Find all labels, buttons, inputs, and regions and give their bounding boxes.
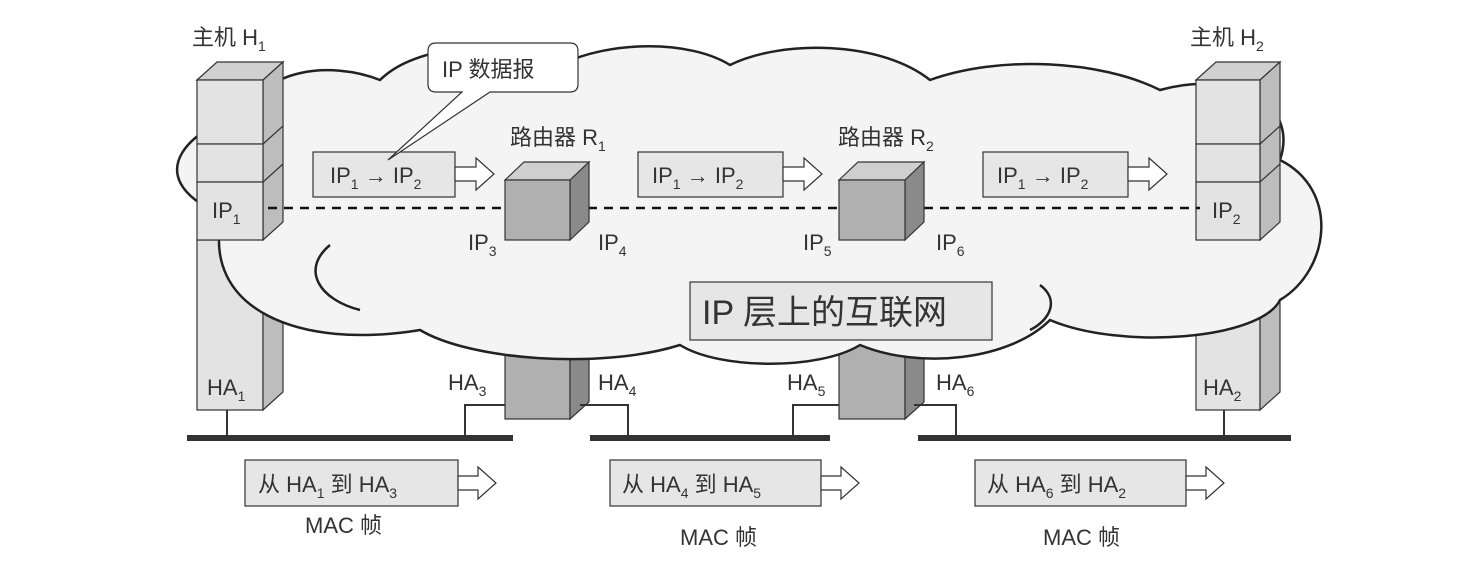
mac-frame-caption: MAC 帧 xyxy=(305,513,382,538)
svg-text:从 HA1 到 HA3: 从 HA1 到 HA3 xyxy=(258,472,397,501)
svg-text:从 HA6 到 HA2: 从 HA6 到 HA2 xyxy=(987,472,1126,501)
ip-arrow-2: IP1 → IP2 xyxy=(637,151,823,198)
router-r2-ha-right: HA6 xyxy=(936,370,975,399)
mac-frame-1: 从 HA1 到 HA3 MAC 帧 xyxy=(244,459,497,538)
router-r1-ha-left: HA3 xyxy=(448,370,487,399)
bus-connectors xyxy=(226,404,1225,437)
host-h2-title: 主机 H2 xyxy=(1190,25,1264,54)
host-h2-ip: IP2 xyxy=(1212,198,1241,227)
callout-text: IP 数据报 xyxy=(442,57,535,82)
network-bus-2 xyxy=(590,435,830,441)
router-r1-ip-right: IP4 xyxy=(598,230,627,259)
network-bus-1 xyxy=(187,435,513,441)
ip-arrow-1: IP1 → IP2 xyxy=(312,151,495,198)
router-r2-cube xyxy=(837,160,926,242)
svg-text:IP 层上的互联网: IP 层上的互联网 xyxy=(702,294,947,332)
router-r1-ha-right: HA4 xyxy=(598,370,637,399)
mac-frame-3: 从 HA6 到 HA2 MAC 帧 xyxy=(974,459,1225,550)
network-bus-3 xyxy=(918,435,1291,441)
router-r1-cube xyxy=(503,160,591,242)
mac-frame-caption: MAC 帧 xyxy=(680,525,757,550)
cloud-label: IP 层上的互联网 xyxy=(689,281,993,341)
router-r2-ha-left: HA5 xyxy=(787,370,826,399)
router-r1-ip-left: IP3 xyxy=(468,230,497,259)
svg-text:IP1 → IP2: IP1 → IP2 xyxy=(652,163,744,192)
router-r2-ip-right: IP6 xyxy=(936,230,965,259)
mac-frame-caption: MAC 帧 xyxy=(1043,525,1120,550)
host-h1-ip: IP1 xyxy=(212,198,241,227)
svg-text:从 HA4 到 HA5: 从 HA4 到 HA5 xyxy=(622,472,761,501)
ip-arrow-3: IP1 → IP2 xyxy=(982,151,1168,198)
host-h1-stack xyxy=(195,60,285,242)
svg-text:IP1 → IP2: IP1 → IP2 xyxy=(997,163,1089,192)
host-h2-stack xyxy=(1194,60,1282,242)
host-h1-title: 主机 H1 xyxy=(192,25,266,54)
ip-datagram-callout: IP 数据报 xyxy=(387,42,579,161)
router-r2-ip-left: IP5 xyxy=(803,230,832,259)
router-r1-title: 路由器 R1 xyxy=(510,125,606,154)
mac-frame-2: 从 HA4 到 HA5 MAC 帧 xyxy=(609,459,860,550)
host-h1-ha: HA1 xyxy=(207,375,246,404)
svg-text:IP1 → IP2: IP1 → IP2 xyxy=(330,163,422,192)
host-h2-ha: HA2 xyxy=(1203,375,1242,404)
router-r2-title: 路由器 R2 xyxy=(838,125,934,154)
